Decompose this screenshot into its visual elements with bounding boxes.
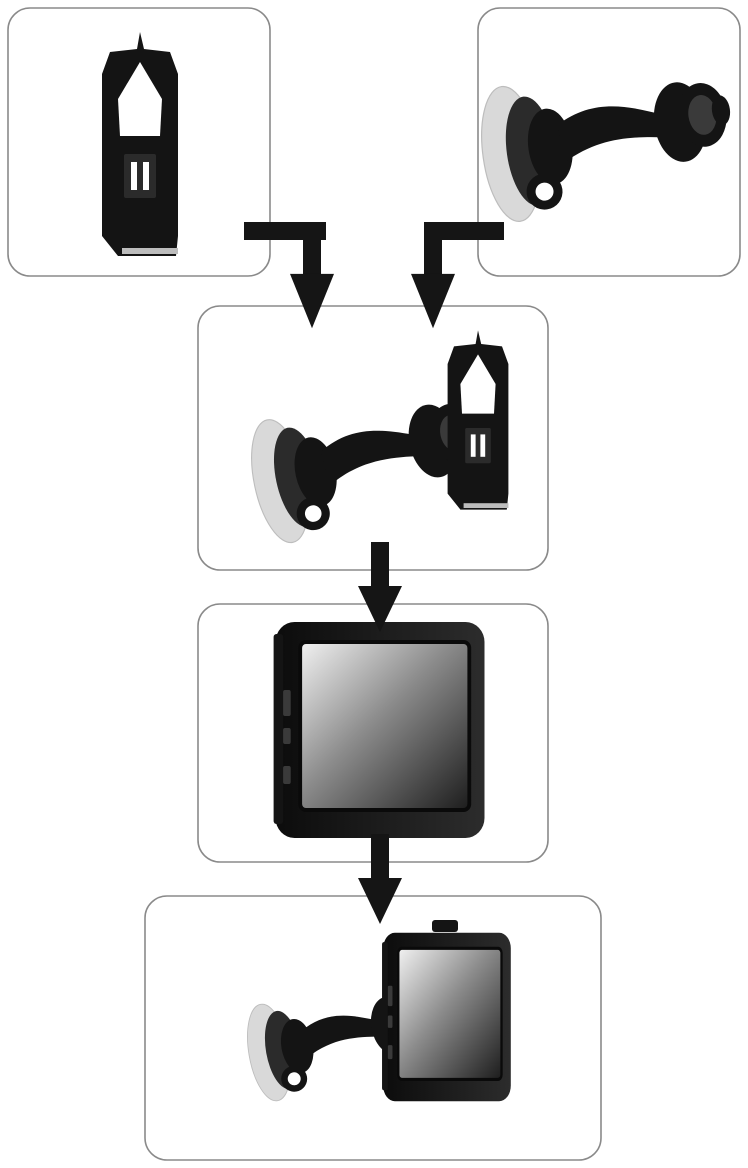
arrow-cradle-to-assembly bbox=[244, 222, 334, 329]
gps-device-icon bbox=[271, 620, 487, 840]
installed-device-icon bbox=[240, 920, 513, 1105]
cradle-bracket-icon bbox=[102, 32, 178, 256]
arrow-suction-to-assembly bbox=[411, 222, 504, 329]
